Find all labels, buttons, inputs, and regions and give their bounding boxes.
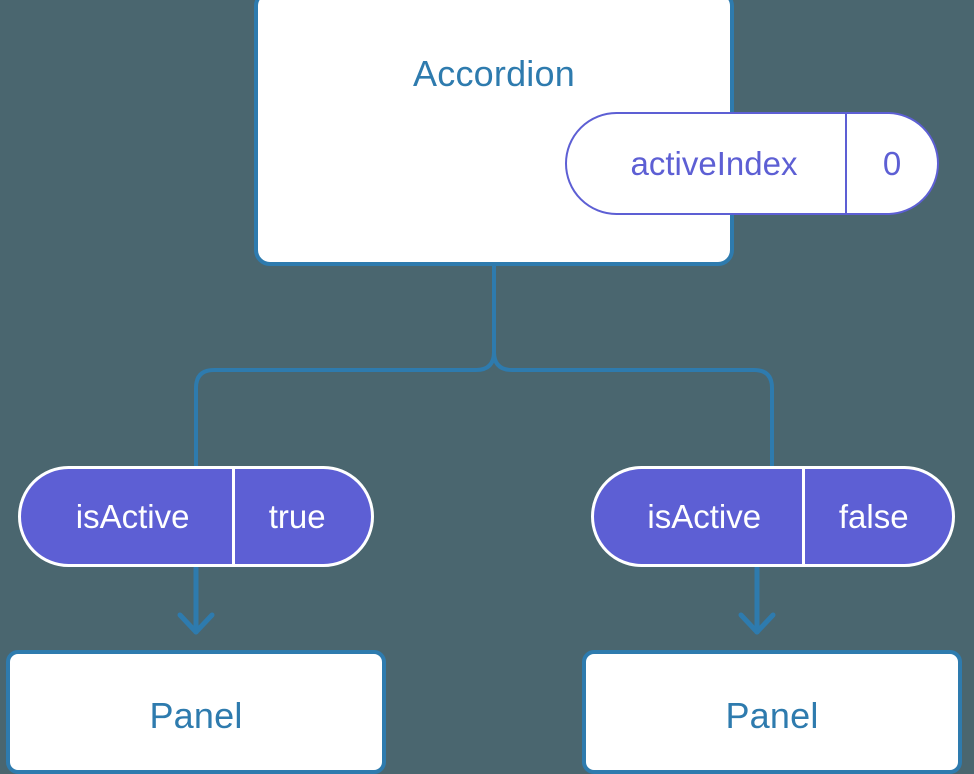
- component-box-accordion[interactable]: Accordion activeIndex 0: [254, 0, 939, 266]
- arrow-left: [177, 565, 215, 635]
- tree-branch-connector-right: [492, 350, 774, 468]
- state-pill-activeindex[interactable]: activeIndex 0: [565, 112, 939, 215]
- component-title-accordion: Accordion: [413, 53, 575, 94]
- component-title-panel-right: Panel: [725, 695, 819, 736]
- prop-pill-isactive-true[interactable]: isActive true: [18, 466, 374, 567]
- component-box-panel-right[interactable]: Panel: [582, 650, 962, 774]
- prop-pill-key: isActive: [75, 498, 190, 535]
- tree-branch-connector: [194, 264, 496, 468]
- prop-pill-value: true: [232, 469, 371, 564]
- state-pill-key: activeIndex: [630, 145, 798, 182]
- state-pill-value: 0: [845, 114, 937, 213]
- prop-pill-key: isActive: [647, 498, 762, 535]
- component-title-panel-left: Panel: [149, 695, 243, 736]
- prop-pill-isactive-false[interactable]: isActive false: [591, 466, 955, 567]
- component-box-panel-left[interactable]: Panel: [6, 650, 386, 774]
- arrow-right: [738, 565, 776, 635]
- prop-pill-value: false: [802, 469, 952, 564]
